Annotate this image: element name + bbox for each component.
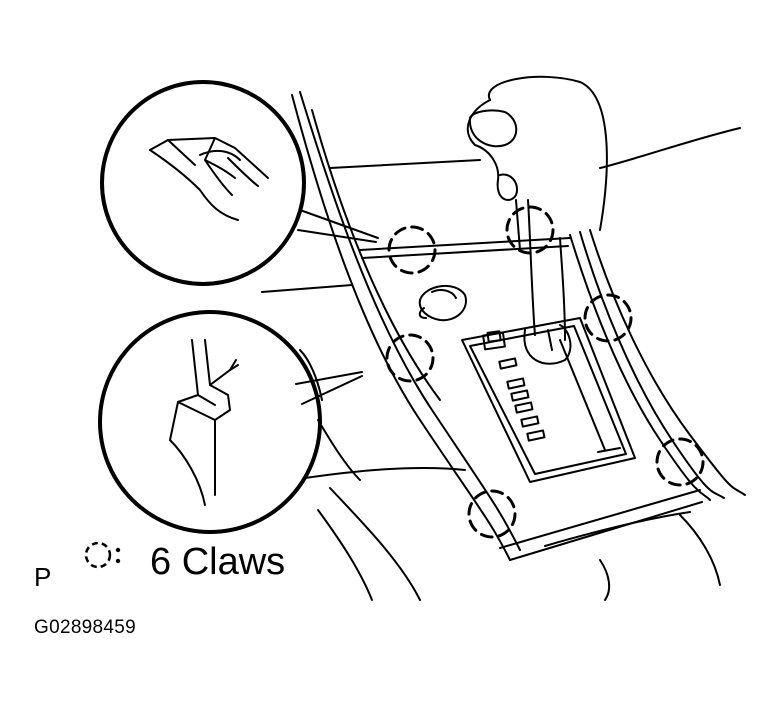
knob-icon (418, 284, 467, 322)
console-outline (261, 91, 746, 601)
claw-marker (385, 333, 435, 383)
claw-marker (505, 205, 555, 255)
dashed-circle-icon (84, 541, 121, 569)
shift-gate-panel (461, 317, 636, 483)
claw-marker (655, 437, 705, 487)
detail-callout-upper (100, 80, 379, 286)
shift-lever (466, 75, 608, 365)
claw-markers (385, 205, 705, 539)
claw-marker (583, 293, 633, 343)
figure-code: G02898459 (34, 617, 137, 638)
legend-text: 6 Claws (150, 541, 286, 583)
view-label: P (34, 562, 52, 592)
claw-marker (387, 225, 437, 275)
detail-callout-lower (98, 310, 363, 534)
claw-marker (467, 489, 517, 539)
